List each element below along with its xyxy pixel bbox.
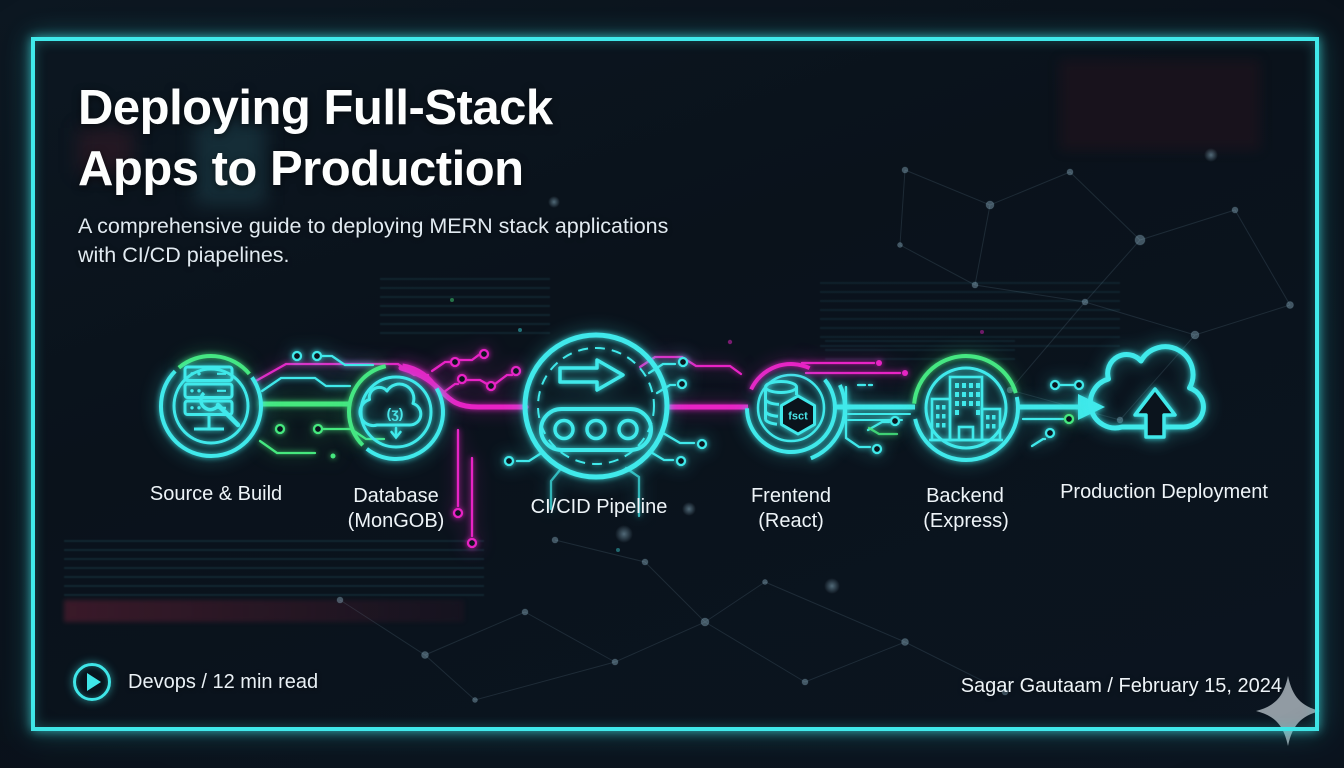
subtitle-line-2: with CI/CD piapelines. — [78, 243, 290, 267]
title-line-2: Apps to Production — [78, 142, 524, 196]
category-read-time: Devops / 12 min read — [128, 670, 319, 693]
footer-meta: Devops / 12 min read — [73, 663, 318, 701]
page-subtitle: A comprehensive guide to deploying MERN … — [78, 212, 668, 270]
title-line-1: Deploying Full-Stack — [78, 81, 553, 135]
subtitle-line-1: A comprehensive guide to deploying MERN … — [78, 214, 669, 238]
page-title: Deploying Full-Stack Apps to Production — [78, 78, 553, 200]
play-icon — [87, 673, 101, 691]
play-button[interactable] — [73, 663, 111, 701]
author-date-byline: Sagar Gautaam / February 15, 2024 — [960, 675, 1282, 697]
